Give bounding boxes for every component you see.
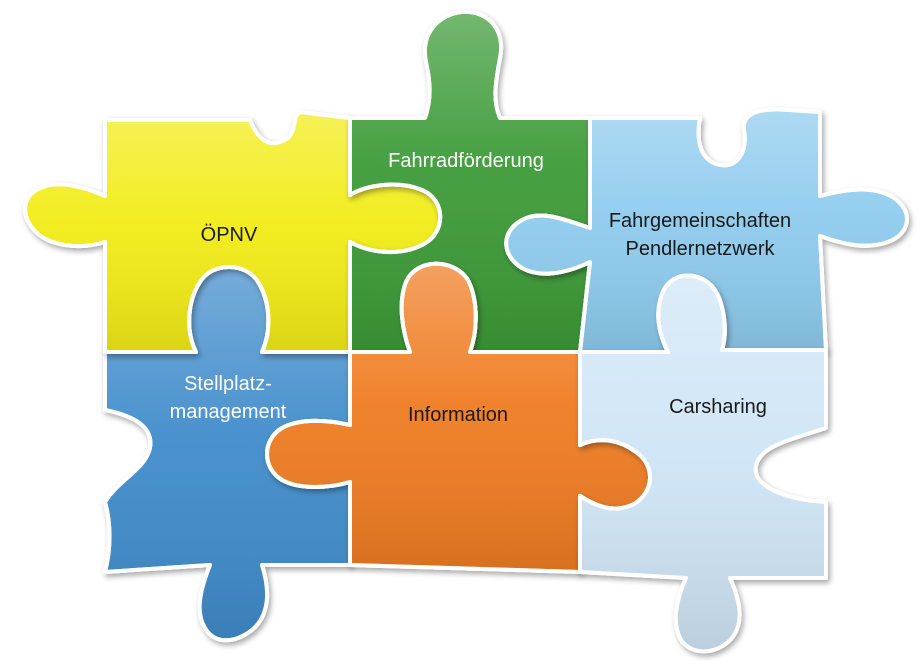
- label-line: Pendlernetzwerk: [626, 238, 776, 260]
- label-information: Information: [408, 404, 508, 426]
- label-line: Stellplatz-: [184, 373, 272, 395]
- piece-carsharing: [578, 273, 828, 654]
- piece-gloss-carsharing: [578, 273, 828, 654]
- label-line: Fahrradförderung: [388, 150, 544, 172]
- piece-oepnv: [23, 110, 443, 354]
- label-line: Carsharing: [669, 396, 767, 418]
- label-fahrrad: Fahrradförderung: [388, 150, 544, 172]
- piece-gloss-oepnv: [23, 110, 443, 354]
- label-line: ÖPNV: [201, 224, 258, 246]
- label-line: Information: [408, 404, 508, 426]
- label-line: management: [170, 401, 287, 423]
- label-line: Fahrgemeinschaften: [609, 210, 791, 232]
- label-oepnv: ÖPNV: [201, 224, 258, 246]
- label-stellplatz: Stellplatz-management: [170, 373, 287, 423]
- label-carsharing: Carsharing: [669, 396, 767, 418]
- piece-stellplatz: [103, 265, 352, 643]
